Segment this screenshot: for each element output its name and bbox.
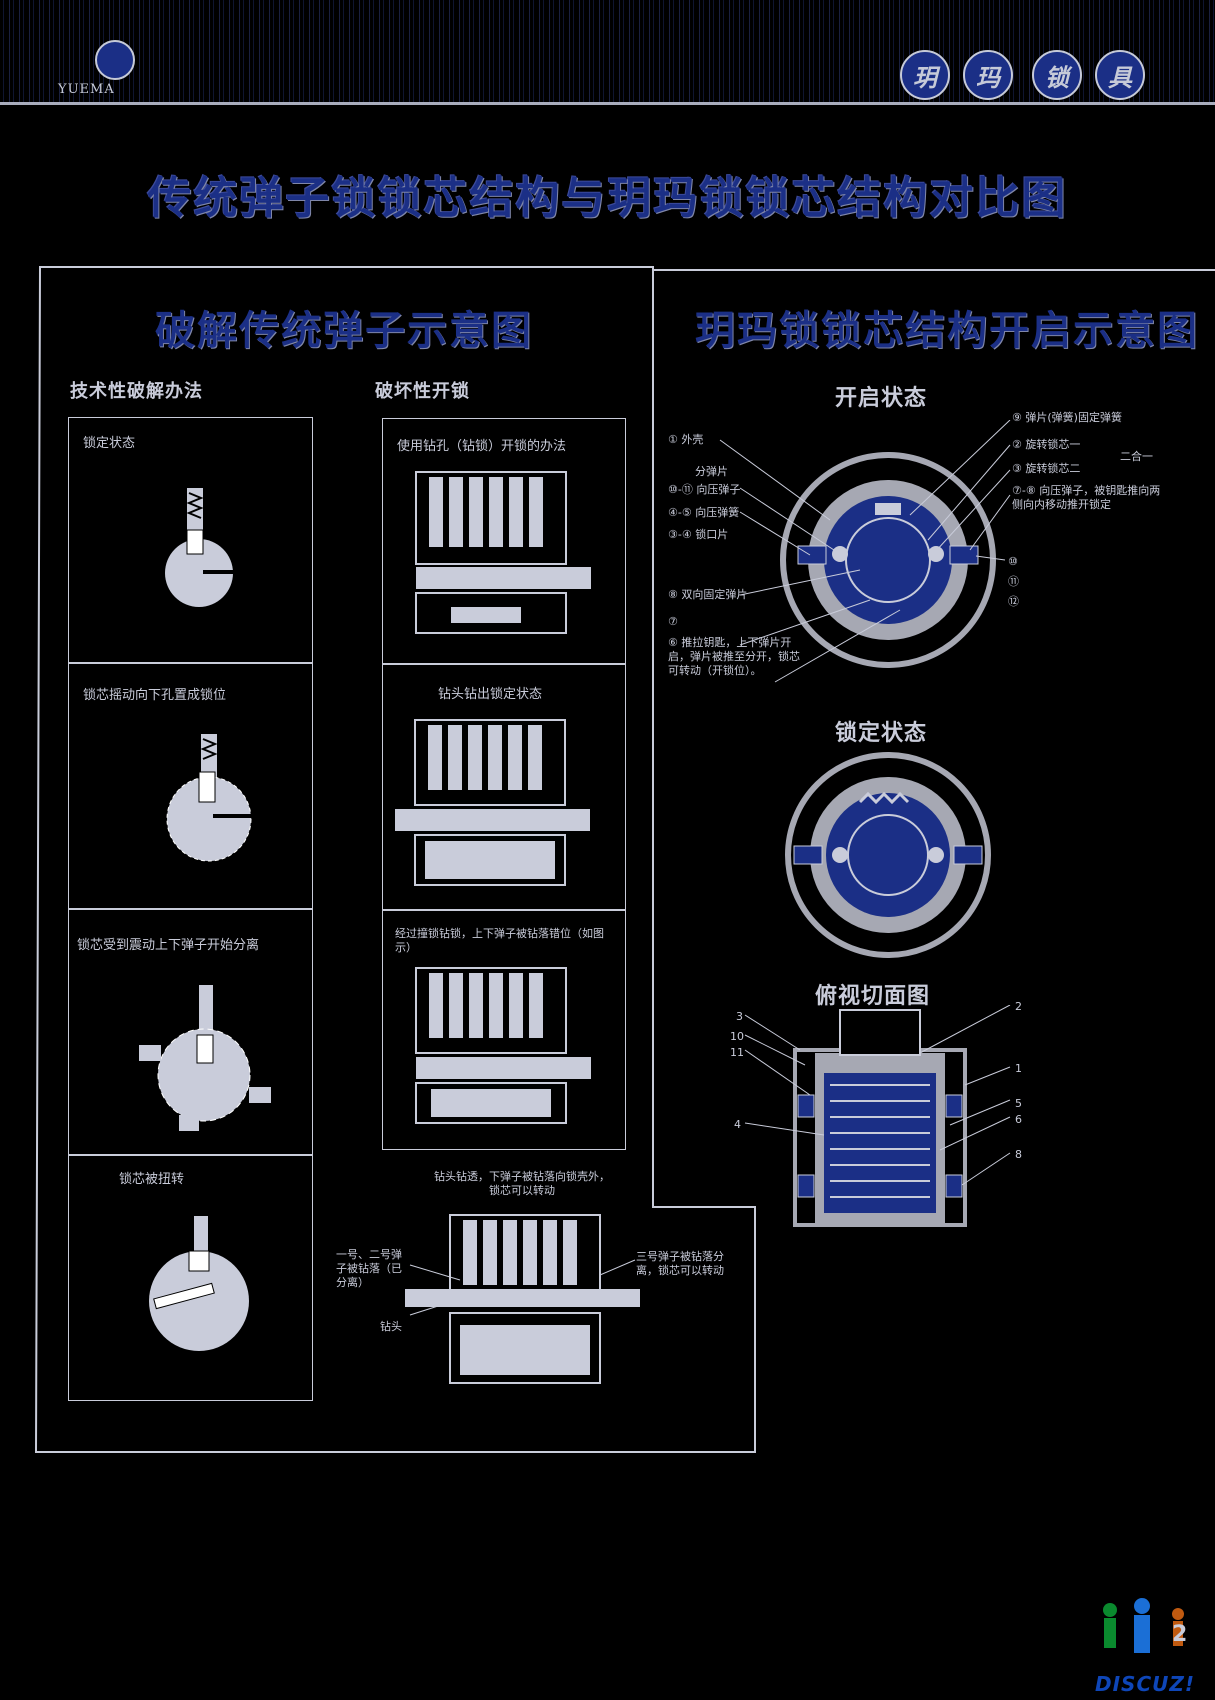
header-band xyxy=(0,0,1215,105)
technical-cell-2: 锁芯摇动向下孔置成锁位 xyxy=(68,663,313,909)
open-state-title: 开启状态 xyxy=(835,386,928,411)
pin-lock-shaking-illustration xyxy=(166,734,253,862)
right-label-2: ② 旋转锁芯一 xyxy=(1012,438,1081,451)
drill-through-illustration xyxy=(405,1214,640,1384)
drill-illustration-2 xyxy=(395,719,590,886)
drill-illustration-3 xyxy=(415,967,591,1124)
page-title: 传统弹子锁锁芯结构与玥玛锁锁芯结构对比图 xyxy=(147,173,1068,224)
technical-cell-label: 锁定状态 xyxy=(83,436,136,451)
technical-cell-4: 锁芯被扭转 xyxy=(68,1155,313,1401)
small-number-3: ⑫ xyxy=(1008,595,1019,608)
left-label-2: 分弹片 xyxy=(695,465,728,478)
technical-cell-label: 锁芯受到震动上下弹子开始分离 xyxy=(77,938,260,953)
brand-char-2: 玛 xyxy=(963,50,1013,100)
bottom-drill-label: 钻头 xyxy=(380,1320,402,1333)
brand-char-4: 具 xyxy=(1095,50,1145,100)
pin-lock-turned-illustration xyxy=(149,1216,249,1351)
section-number-right-2: 1 xyxy=(1015,1062,1022,1075)
right-label-5: 二合一 xyxy=(1120,450,1153,463)
section-view-diagram xyxy=(744,1005,1011,1227)
watermark-people-icon xyxy=(1103,1598,1184,1653)
section-number-right-5: 8 xyxy=(1015,1148,1022,1161)
bottom-left-note: 一号、二号弹子被钻落（已分离） xyxy=(336,1248,402,1289)
left-panel-title: 破解传统弹子示意图 xyxy=(155,308,533,354)
technical-cell-label: 锁芯被扭转 xyxy=(119,1172,185,1187)
right-label-3: ③ 旋转锁芯二 xyxy=(1012,462,1081,475)
brand-char-3: 锁 xyxy=(1032,50,1082,100)
section-number-right-1: 2 xyxy=(1015,1000,1022,1013)
small-number-1: ⑩ xyxy=(1008,555,1018,568)
section-view-title: 俯视切面图 xyxy=(815,984,931,1009)
left-label-8: ⑥ 推拉钥匙，上下弹片开启，弹片被推至分开，锁芯可转动（开锁位）。 xyxy=(668,636,800,677)
right-label-4: ⑦-⑧ 向压弹子，被钥匙推向两侧向内移动推开锁定 xyxy=(1012,484,1161,511)
left-label-6: ⑧ 双向固定弹片 xyxy=(668,588,748,601)
section-number-left-4: 4 xyxy=(734,1118,741,1131)
pin-lock-vibration-illustration xyxy=(139,985,271,1131)
bottom-right-note: 三号弹子被钻落分离，锁芯可以转动 xyxy=(636,1250,724,1277)
small-number-2: ⑪ xyxy=(1008,575,1019,588)
brand-char-1: 玥 xyxy=(900,50,950,100)
destructive-cell-2: 钻头钻出锁定状态 xyxy=(382,664,626,910)
destructive-heading: 破坏性开锁 xyxy=(375,381,470,402)
pin-lock-locked-illustration xyxy=(165,488,233,607)
technical-cell-label: 锁芯摇动向下孔置成锁位 xyxy=(83,688,227,703)
brand-logo-icon xyxy=(95,40,135,80)
locked-state-title: 锁定状态 xyxy=(835,721,928,746)
section-number-left-3: 11 xyxy=(730,1046,744,1059)
drill-illustration-1 xyxy=(415,471,591,634)
section-number-left-2: 10 xyxy=(730,1030,744,1043)
left-label-1: ① 外壳 xyxy=(668,433,704,446)
locked-state-diagram xyxy=(785,752,991,958)
destructive-cell-label: 经过撞锁钻锁，上下弹子被钻落错位（如图示） xyxy=(395,927,604,954)
section-number-left-1: 3 xyxy=(736,1010,743,1023)
open-state-diagram xyxy=(719,420,1011,683)
bottom-caption: 钻头钻透，下弹子被钻落向锁壳外，锁芯可以转动 xyxy=(434,1170,610,1197)
destructive-cell-1: 使用钻孔（钻锁）开锁的办法 xyxy=(382,418,626,664)
technical-cell-1: 锁定状态 xyxy=(68,417,313,663)
left-label-5: ③-④ 锁口片 xyxy=(668,528,729,541)
section-number-right-4: 6 xyxy=(1015,1113,1022,1126)
right-label-1: ⑨ 弹片(弹簧)固定弹簧 xyxy=(1012,411,1122,424)
logo-text: YUEMA xyxy=(58,82,115,97)
destructive-cell-label: 使用钻孔（钻锁）开锁的办法 xyxy=(397,439,567,454)
technical-cell-3: 锁芯受到震动上下弹子开始分离 xyxy=(68,909,313,1155)
left-label-4: ④-⑤ 向压弹簧 xyxy=(668,506,740,519)
destructive-cell-label: 钻头钻出锁定状态 xyxy=(438,687,543,702)
section-number-right-3: 5 xyxy=(1015,1097,1022,1110)
right-panel-title: 玥玛锁锁芯结构开启示意图 xyxy=(695,308,1199,354)
technical-heading: 技术性破解办法 xyxy=(70,381,203,402)
watermark-text: DISCUZ! xyxy=(1095,1672,1195,1696)
page-number: 2 xyxy=(1172,1622,1188,1647)
left-label-7: ⑦ xyxy=(668,615,678,628)
destructive-cell-3: 经过撞锁钻锁，上下弹子被钻落错位（如图示） xyxy=(382,910,626,1150)
left-label-3: ⑩-⑪ 向压弹子 xyxy=(668,483,741,496)
